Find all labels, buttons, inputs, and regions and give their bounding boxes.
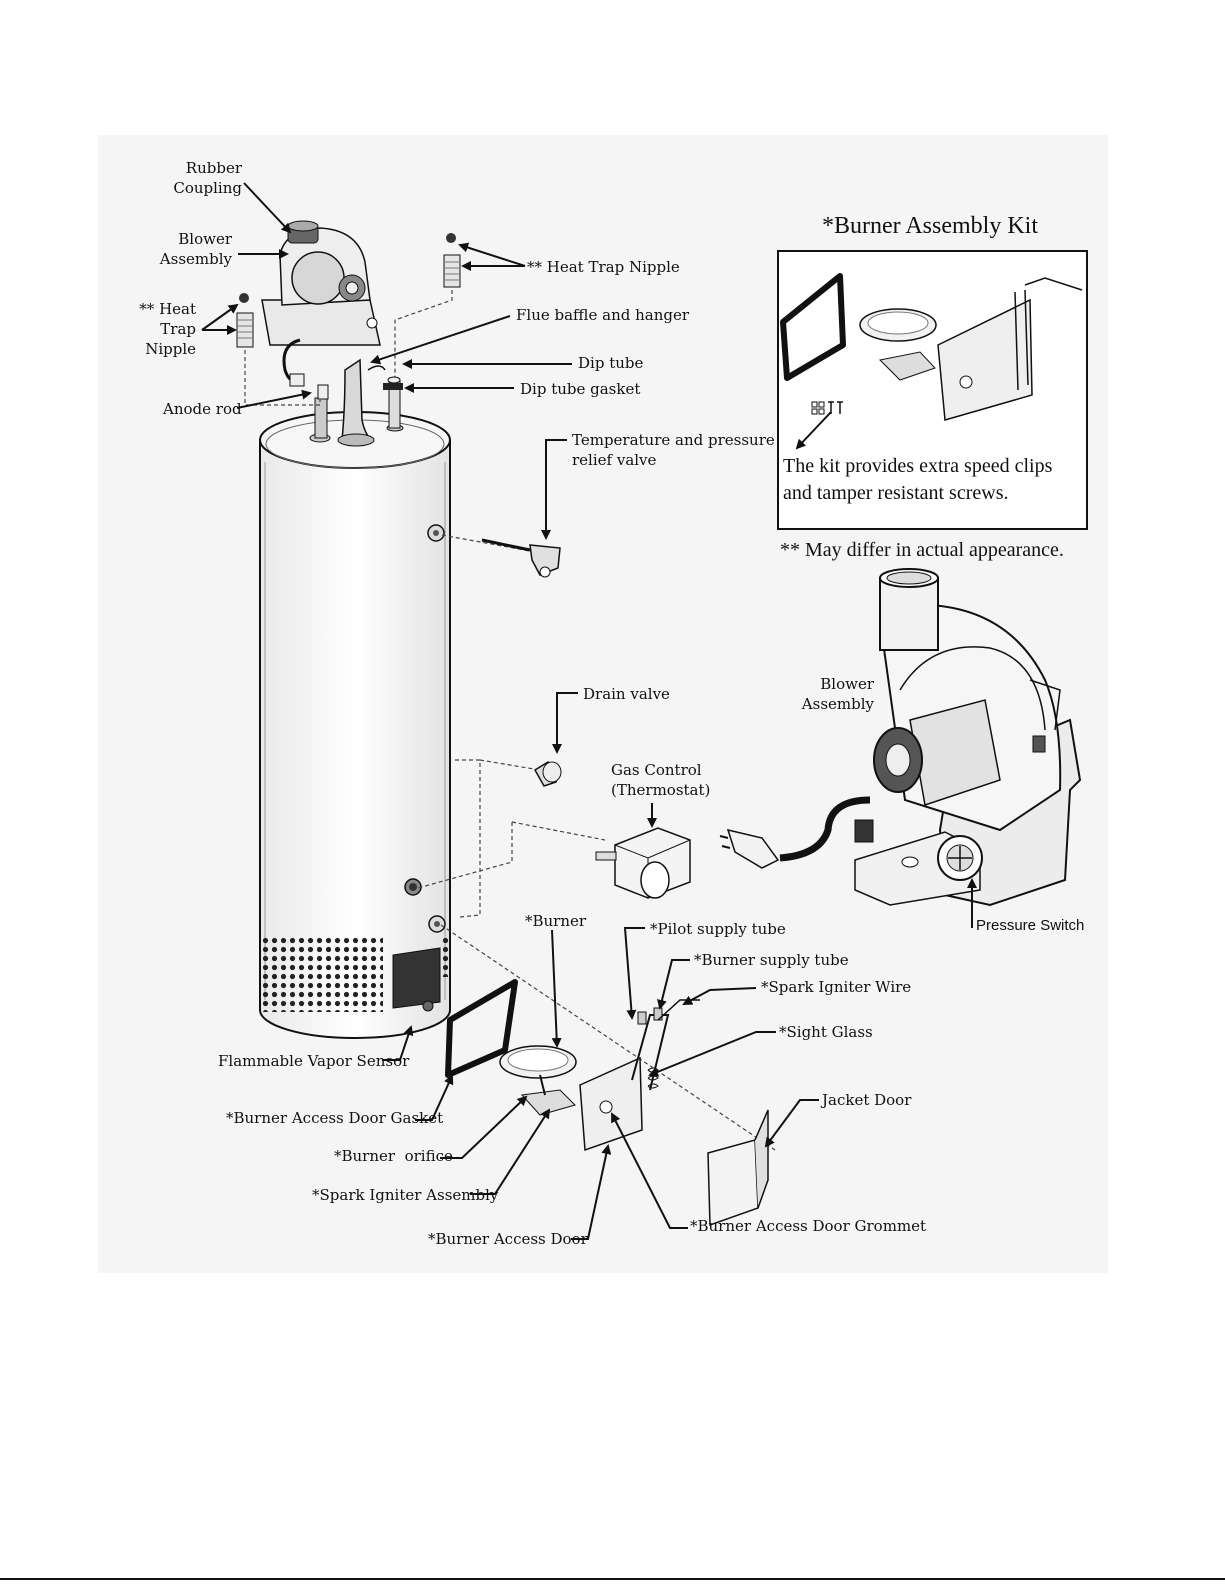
label-tp-relief-valve: Temperature and pressure relief valve — [572, 431, 775, 469]
label-burner: *Burner — [525, 912, 587, 930]
label-anode-rod: Anode rod — [163, 400, 242, 418]
label-heat-trap-nipple-left: ** Heat Trap Nipple — [139, 300, 196, 358]
label-sight-glass: *Sight Glass — [779, 1023, 873, 1041]
differ-note: ** May differ in actual appearance. — [780, 539, 1064, 561]
label-burner-access-door-gasket: *Burner Access Door Gasket — [226, 1109, 444, 1127]
blower-assembly-small — [261, 220, 381, 387]
label-gas-control: Gas Control (Thermostat) — [611, 761, 711, 799]
gas-control-unit — [595, 827, 691, 899]
label-jacket-door: Jacket Door — [822, 1091, 912, 1109]
kit-parts-illustration — [780, 273, 1083, 421]
bottom-rule — [0, 1578, 1225, 1580]
tp-relief-valve — [481, 538, 561, 578]
label-spark-igniter-wire: *Spark Igniter Wire — [761, 978, 912, 996]
leader-arrows — [201, 182, 977, 1240]
label-blower-assembly-large: Blower Assembly — [801, 675, 874, 713]
heat-trap-nipples — [236, 233, 461, 348]
jacket-door-part — [707, 1109, 769, 1227]
label-drain-valve: Drain valve — [583, 685, 670, 703]
burner-assembly — [499, 999, 700, 1152]
label-spark-igniter-assembly: *Spark Igniter Assembly — [312, 1186, 499, 1204]
label-flue-baffle: Flue baffle and hanger — [516, 306, 690, 324]
drain-valve — [533, 761, 562, 787]
label-dip-tube: Dip tube — [578, 354, 644, 372]
label-burner-access-door-grommet: *Burner Access Door Grommet — [690, 1217, 927, 1235]
label-flammable-vapor-sensor: Flammable Vapor Sensor — [218, 1052, 410, 1070]
kit-title: *Burner Assembly Kit — [822, 213, 1038, 239]
door-gasket-shape — [445, 979, 518, 1078]
blower-assembly-large — [719, 568, 1082, 907]
label-burner-supply-tube: *Burner supply tube — [694, 951, 849, 969]
label-burner-orifice: *Burner orifice — [334, 1147, 453, 1165]
kit-box — [777, 250, 1088, 530]
label-heat-trap-nipple-top: ** Heat Trap Nipple — [527, 258, 680, 276]
label-burner-access-door: *Burner Access Door — [428, 1230, 588, 1248]
water-heater-tank — [259, 358, 451, 1039]
label-rubber-coupling: Rubber Coupling — [173, 159, 242, 197]
label-pressure-switch: Pressure Switch — [976, 917, 1085, 934]
label-blower-assembly: Blower Assembly — [159, 230, 232, 268]
kit-note: The kit provides extra speed clips and t… — [783, 455, 1053, 504]
label-pilot-supply-tube: *Pilot supply tube — [650, 920, 786, 938]
label-dip-tube-gasket: Dip tube gasket — [520, 380, 641, 398]
